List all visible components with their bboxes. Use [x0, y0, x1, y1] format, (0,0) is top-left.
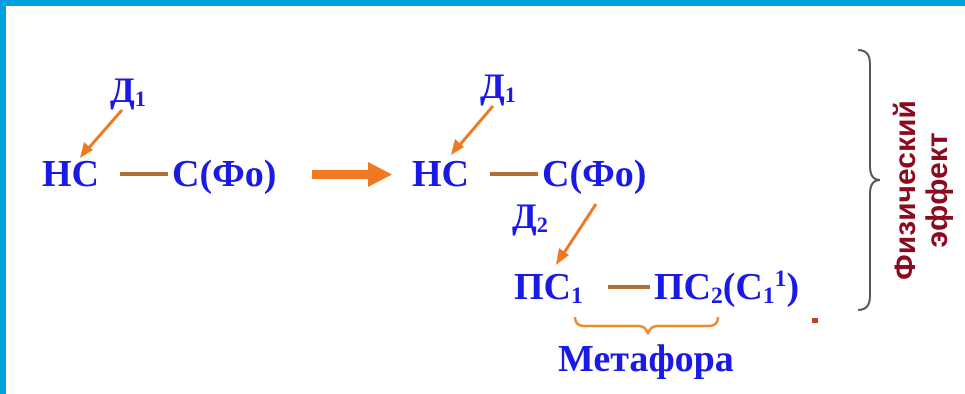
d2-pointer-icon	[556, 203, 598, 265]
ps1-label: ПС1	[514, 266, 583, 310]
d2-label: Д2	[512, 196, 548, 238]
left-d1-pointer-icon	[80, 109, 124, 158]
right-d1-label: Д1	[480, 66, 516, 108]
right-curly-brace-icon	[857, 49, 881, 311]
dot-marker	[812, 318, 818, 323]
right-hc-label: НС	[412, 153, 469, 195]
ps2-c1-label: ПС2(С11)	[654, 266, 800, 310]
physical-effect-label: Физический эффект	[889, 100, 954, 280]
right-d1-pointer-icon	[451, 105, 495, 155]
left-c-fo-label: С(Фо)	[172, 153, 277, 195]
left-hc-label: НС	[42, 153, 99, 195]
right-arrow-icon	[312, 162, 392, 187]
right-c-fo-label: С(Фо)	[542, 153, 647, 195]
left-d1-label: Д1	[110, 70, 146, 112]
metaphor-label: Метафора	[558, 338, 734, 380]
underbrace-icon	[573, 316, 720, 335]
